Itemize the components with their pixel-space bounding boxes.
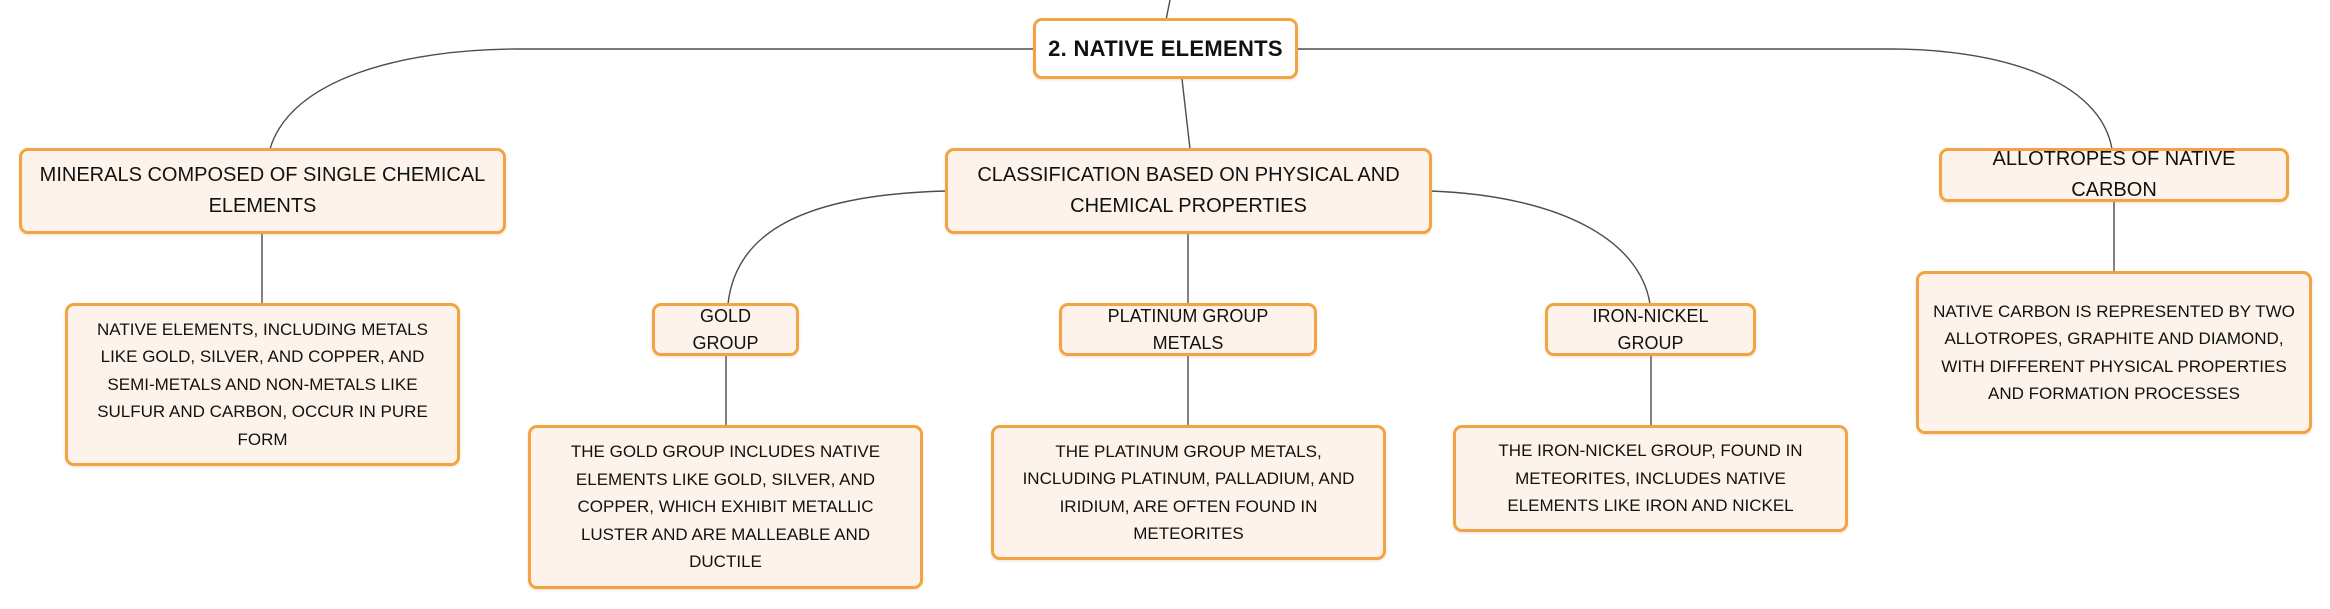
detail-single-elements[interactable]: NATIVE ELEMENTS, INCLUDING METALS LIKE G… (65, 303, 460, 466)
root-topic[interactable]: 2. NATIVE ELEMENTS (1033, 18, 1298, 79)
subtopic-iron-nickel-group[interactable]: IRON-NICKEL GROUP (1545, 303, 1756, 356)
subtopic-gold-group-label: GOLD GROUP (692, 305, 759, 353)
detail-platinum-group[interactable]: THE PLATINUM GROUP METALS, INCLUDING PLA… (991, 425, 1386, 560)
detail-iron-nickel-group-text: THE IRON-NICKEL GROUP, FOUND IN METEORIT… (1498, 441, 1803, 516)
connector-root-to-classification (1181, 78, 1191, 150)
connector-root-to-single-elements (269, 48, 1035, 150)
detail-single-elements-text: NATIVE ELEMENTS, INCLUDING METALS LIKE G… (97, 319, 428, 449)
topic-single-elements[interactable]: MINERALS COMPOSED OF SINGLE CHEMICAL ELE… (19, 148, 506, 234)
detail-carbon-text: NATIVE CARBON IS REPRESENTED BY TWO ALLO… (1933, 301, 2295, 404)
detail-gold-group-text: THE GOLD GROUP INCLUDES NATIVE ELEMENTS … (570, 442, 881, 572)
detail-platinum-group-text: THE PLATINUM GROUP METALS, INCLUDING PLA… (1022, 441, 1355, 544)
subtopic-platinum-group[interactable]: PLATINUM GROUP METALS (1059, 303, 1317, 356)
topic-classification[interactable]: CLASSIFICATION BASED ON PHYSICAL AND CHE… (945, 148, 1432, 234)
detail-carbon[interactable]: NATIVE CARBON IS REPRESENTED BY TWO ALLO… (1916, 271, 2312, 434)
subtopic-iron-nickel-group-label: IRON-NICKEL GROUP (1592, 305, 1709, 353)
topic-carbon-label: ALLOTROPES OF NATIVE CARBON (1992, 148, 2236, 201)
subtopic-platinum-group-label: PLATINUM GROUP METALS (1107, 305, 1269, 353)
connector-classification-to-gold (727, 190, 947, 305)
detail-iron-nickel-group[interactable]: THE IRON-NICKEL GROUP, FOUND IN METEORIT… (1453, 425, 1848, 532)
connector-classification-to-iron-nickel (1430, 190, 1651, 305)
root-topic-label: 2. NATIVE ELEMENTS (1048, 35, 1283, 61)
subtopic-gold-group[interactable]: GOLD GROUP (652, 303, 799, 356)
connector-parent-to-root (1165, 0, 1171, 21)
topic-single-elements-label: MINERALS COMPOSED OF SINGLE CHEMICAL ELE… (39, 164, 486, 217)
topic-classification-label: CLASSIFICATION BASED ON PHYSICAL AND CHE… (977, 164, 1400, 217)
topic-carbon[interactable]: ALLOTROPES OF NATIVE CARBON (1939, 148, 2289, 202)
connector-root-to-carbon (1296, 48, 2113, 150)
detail-gold-group[interactable]: THE GOLD GROUP INCLUDES NATIVE ELEMENTS … (528, 425, 923, 589)
